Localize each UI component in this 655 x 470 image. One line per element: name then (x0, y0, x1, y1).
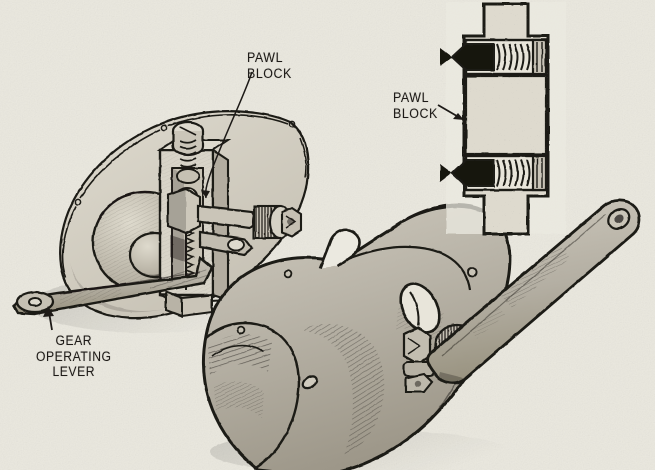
pawl-carrier-shade (168, 189, 186, 233)
housing-boss-3 (467, 267, 477, 277)
link-eye (227, 238, 245, 252)
pawl-block-inset-detail (440, 2, 566, 236)
callout-pawl-block-main: PAWL BLOCK (247, 50, 292, 81)
inset-center-stipple (466, 76, 546, 154)
operating-lever-right (402, 198, 641, 394)
frame-foot-side (181, 293, 213, 318)
upper-pawl-spring (496, 43, 531, 71)
lever-arm-shade (438, 372, 464, 386)
plunger-cap-slot (179, 126, 197, 136)
lever-arm-hatch-2 (470, 306, 505, 339)
cutaway-assembly (12, 110, 310, 333)
leader-pawl-block-inset-arrow (453, 113, 464, 120)
pawl-carrier-lower-shade (170, 235, 186, 262)
ratchet-wheel-highlight (97, 191, 151, 223)
main-gear-housing (201, 203, 512, 470)
lever-hatch-2 (60, 284, 122, 304)
plunger-seat (176, 168, 200, 184)
lever-hatch (150, 268, 208, 290)
disc-rim-knot-2 (74, 198, 82, 206)
lower-pawl-spring (496, 159, 531, 187)
housing-boss-1 (283, 269, 293, 279)
plunger-spring (179, 139, 197, 168)
leader-pawl-block-main-arrow (201, 190, 210, 198)
disc-rim-seg-2 (79, 129, 161, 199)
housing-top-rim (339, 245, 472, 291)
lever-arm-hatch (502, 246, 570, 308)
lever-eye-hole (28, 297, 42, 307)
pivot-nut-upper (402, 326, 432, 366)
lower-spring-seat (531, 154, 548, 192)
housing-small-hole (301, 374, 319, 390)
upper-pawl (450, 43, 495, 71)
upper-spring-seat (531, 38, 548, 76)
callout-gear-operating-lever: GEAR OPERATING LEVER (36, 333, 112, 380)
end-cap-hatch (208, 334, 272, 376)
housing-oval-port (399, 282, 441, 334)
lever-arm-eye-hole (614, 214, 624, 224)
disc-rim-seg-3 (61, 205, 77, 279)
end-cap-hatch-2 (214, 381, 264, 418)
housing-end-cap (205, 321, 301, 470)
leader-gear-operating-lever-arrow (43, 306, 54, 317)
body-shade-band (300, 323, 385, 456)
pivot-center (414, 380, 422, 388)
housing-boss-2 (236, 325, 246, 335)
lower-pawl-tip (440, 164, 452, 182)
callout-pawl-block-inset: PAWL BLOCK (393, 90, 438, 121)
disc-rim-knot-1 (160, 124, 168, 132)
leader-lines (43, 71, 464, 331)
oval-port-inner (409, 291, 420, 327)
pin-nut (280, 206, 303, 238)
disc-rim-seg-4 (299, 137, 307, 179)
upper-pawl-tip (440, 48, 452, 66)
disc-rim-seg-1 (167, 114, 289, 127)
disc-rim-knot-3 (288, 120, 296, 128)
housing-access-notch (318, 228, 361, 269)
lower-pawl (450, 159, 495, 187)
lever-arm (426, 198, 641, 385)
knurled-pin (251, 204, 292, 240)
